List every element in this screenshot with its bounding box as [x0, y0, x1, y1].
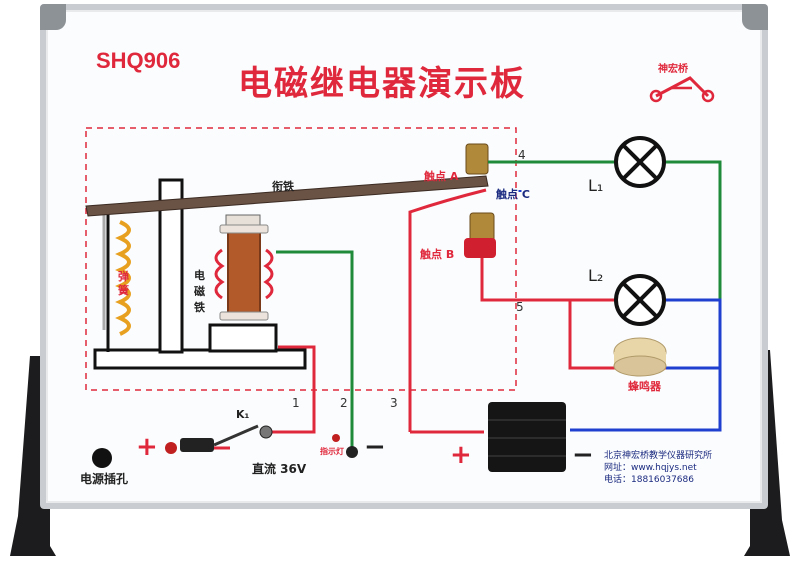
logo-text: 神宏桥: [658, 64, 688, 75]
frame-corner-tl: [40, 4, 66, 30]
power-socket-label: 电源插孔: [80, 472, 129, 486]
switch-label: K₁: [236, 408, 250, 421]
plus-sign-left: +: [136, 432, 158, 462]
footer-company: 北京神宏桥教学仪器研究所: [604, 451, 713, 461]
footer-phone: 电话：18816037686: [604, 475, 694, 485]
terminal-2: 2: [340, 396, 348, 410]
lamp1-label: L₁: [588, 176, 604, 195]
terminal-3: 3: [390, 396, 398, 410]
minus-sign-right: −: [572, 440, 594, 470]
dc-voltage-label: 直流 36V: [252, 462, 307, 476]
frame-corner-tr: [742, 4, 768, 30]
plus-sign-right: +: [450, 440, 472, 470]
terminal-4: 4: [518, 148, 526, 162]
contact-c-label: 触点 C: [496, 188, 530, 201]
contact-b-label: 触点 B: [420, 248, 455, 261]
armature-label: 衔铁: [272, 180, 294, 193]
buzzer-label: 蜂鸣器: [628, 380, 661, 393]
footer-website: 网址：www.hqjys.net: [604, 463, 697, 473]
contact-a-label: 触点 A: [424, 170, 459, 183]
lamp2-label: L₂: [588, 266, 604, 285]
spring-label: 弹簧: [118, 270, 129, 297]
minus-sign-left: −: [364, 432, 386, 462]
terminal-5: 5: [516, 300, 524, 314]
terminal-1: 1: [292, 396, 300, 410]
indicator-label: 指示灯: [320, 447, 344, 456]
electromagnet-label: 电磁铁: [194, 269, 205, 314]
model-code: SHQ906: [96, 48, 181, 73]
board-title: 电磁继电器演示板: [238, 64, 526, 104]
